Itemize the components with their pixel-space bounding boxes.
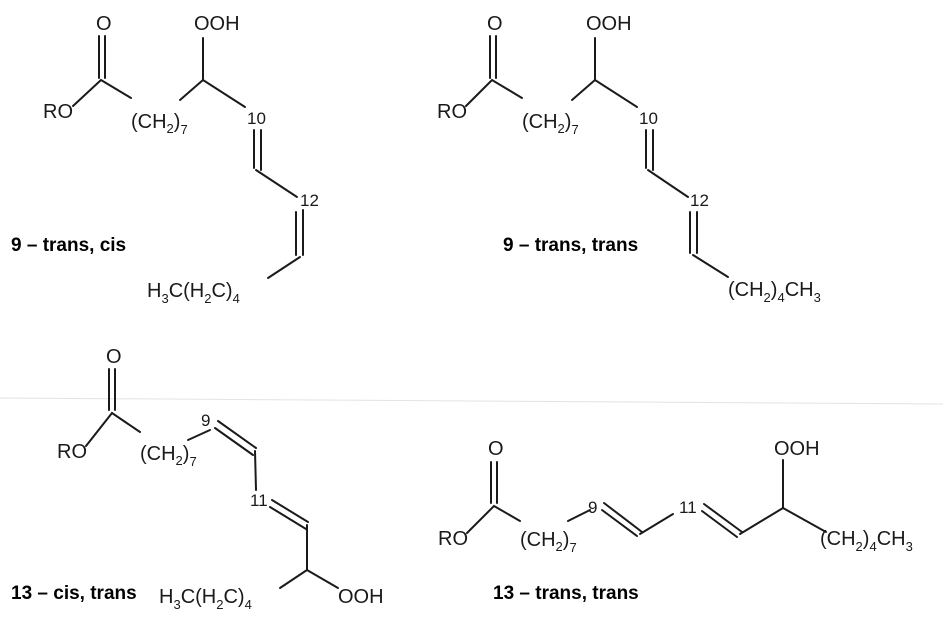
- hydroperoxide-label: OOH: [774, 438, 820, 460]
- structure-13-trans-trans: O RO (CH2)7 9 11 OOH (CH2)4CH3 13 – tran…: [438, 438, 913, 604]
- ester-ro-label: RO: [438, 528, 468, 550]
- locant-10: 10: [247, 109, 266, 128]
- carbonyl-oxygen-label: O: [106, 346, 122, 368]
- locant-9: 9: [201, 411, 210, 430]
- hydroperoxide-label: OOH: [194, 13, 240, 35]
- c10-c11-double-bond: [645, 129, 654, 171]
- caption-9-trans-cis: 9 – trans, cis: [11, 235, 126, 256]
- carbonyl-oxygen-label: O: [487, 13, 503, 35]
- carbonyl-double-bond: [108, 368, 116, 411]
- c10-c11-double-bond: [253, 129, 262, 171]
- chain-to-c9-bonds: [571, 78, 638, 108]
- structure-13-cis-trans: O RO (CH2)7 9 11 H3C(H2C)4 OOH 13 – cis,…: [11, 346, 384, 612]
- c10-c11-bond: [254, 450, 257, 491]
- c11-c12-double-bond: [269, 499, 309, 530]
- alkyl-tail-label: (CH2)4CH3: [728, 279, 821, 305]
- c13-hydroperoxide-bond: [306, 569, 339, 589]
- methylene-chain-label: (CH2)7: [520, 529, 577, 555]
- ester-ro-label: RO: [57, 441, 87, 463]
- c13-tail-bond: [267, 256, 301, 279]
- methylene-chain-label: (CH2)7: [131, 111, 188, 137]
- c13-tail-bond: [782, 507, 827, 533]
- ester-ro-label: RO: [437, 101, 467, 123]
- carbonyl-double-bond: [490, 461, 498, 504]
- c11-c12-bond: [647, 169, 689, 198]
- locant-9: 9: [588, 498, 597, 517]
- c9-c10-double-bond: [601, 502, 643, 537]
- locant-10: 10: [639, 109, 658, 128]
- alkyl-tail-label: H3C(H2C)4: [147, 280, 240, 306]
- structure-9-trans-cis: O RO (CH2)7 OOH 10 12 H3C(H2C)4 9 – tran…: [11, 13, 319, 306]
- ester-bonds: [72, 78, 132, 107]
- c10-c11-bond: [639, 513, 674, 535]
- ester-bonds: [465, 78, 523, 107]
- locant-11: 11: [250, 491, 268, 510]
- scan-divider: [0, 397, 943, 405]
- chain-to-c9-bond: [567, 509, 591, 522]
- c11-c12-bond: [255, 169, 298, 198]
- hydroperoxide-label: OOH: [338, 586, 384, 608]
- c13-tail-bond: [692, 254, 729, 278]
- caption-13-trans-trans: 13 – trans, trans: [493, 583, 639, 604]
- c12-c13-double-bond: [689, 211, 698, 254]
- chain-to-c9-bonds: [179, 78, 246, 108]
- caption-9-trans-trans: 9 – trans, trans: [503, 235, 638, 256]
- structure-9-trans-trans: O RO (CH2)7 OOH 10 12 (CH2)4CH3 9 – tran…: [437, 13, 821, 305]
- c12-c13-double-bond: [295, 209, 304, 256]
- carbonyl-oxygen-label: O: [488, 438, 504, 460]
- hydroperoxide-label: OOH: [586, 13, 632, 35]
- alkyl-tail-label: H3C(H2C)4: [159, 586, 252, 612]
- locant-12: 12: [300, 191, 319, 210]
- c13-tail-bond: [279, 569, 308, 589]
- methylene-chain-label: (CH2)7: [522, 111, 579, 137]
- ester-ro-label: RO: [43, 101, 73, 123]
- carbonyl-oxygen-label: O: [96, 13, 112, 35]
- c11-c12-double-bond: [701, 503, 743, 538]
- locant-12: 12: [690, 191, 709, 210]
- carbonyl-double-bond: [489, 35, 497, 79]
- ester-bonds: [85, 411, 141, 447]
- carbonyl-double-bond: [98, 35, 106, 79]
- chain-to-c9-bond: [187, 429, 211, 441]
- c9-c10-double-bond: [214, 420, 257, 456]
- locant-11: 11: [679, 498, 697, 517]
- c12-c13-bond: [739, 507, 784, 535]
- ester-bonds: [466, 504, 521, 534]
- caption-13-cis-trans: 13 – cis, trans: [11, 583, 137, 604]
- alkyl-tail-label: (CH2)4CH3: [820, 528, 913, 554]
- methylene-chain-label: (CH2)7: [140, 443, 197, 469]
